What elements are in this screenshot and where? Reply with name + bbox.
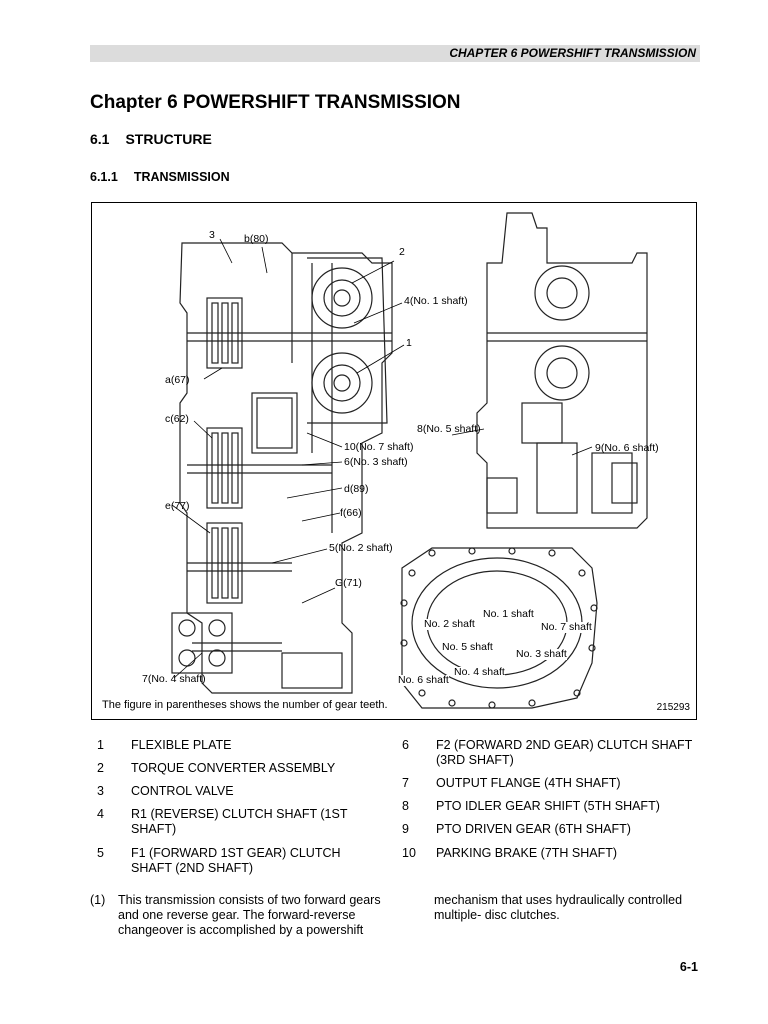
paragraph-marker: (1) xyxy=(90,893,106,907)
figure-label-d89: d(89) xyxy=(344,483,369,495)
figure-label-8: 8(No. 5 shaft) xyxy=(417,423,481,435)
figure-label-6: 6(No. 3 shaft) xyxy=(344,456,408,468)
legend-number: 7 xyxy=(402,776,409,790)
figure-label-4: 4(No. 1 shaft) xyxy=(404,295,468,307)
legend-text: R1 (REVERSE) CLUTCH SHAFT (1ST SHAFT) xyxy=(131,807,348,836)
figure-label-5: 5(No. 2 shaft) xyxy=(329,542,393,554)
legend-text: PTO IDLER GEAR SHIFT (5TH SHAFT) xyxy=(436,799,660,813)
shaft-label-1: No. 1 shaft xyxy=(483,608,534,620)
figure-label-3: 3 xyxy=(209,229,215,241)
page-number: 6-1 xyxy=(679,960,698,974)
transmission-figure: 3 b(80) 2 4(No. 1 shaft) 1 a(67) c(62) 8… xyxy=(91,202,697,720)
figure-number: 215293 xyxy=(656,702,690,713)
shaft-label-6: No. 6 shaft xyxy=(398,674,449,686)
subsection-title: TRANSMISSION xyxy=(133,170,230,184)
subsection-number: 6.1.1 xyxy=(90,170,118,184)
figure-label-7: 7(No. 4 shaft) xyxy=(142,673,206,685)
legend-number: 4 xyxy=(97,807,104,821)
figure-label-2: 2 xyxy=(399,246,405,258)
paragraph-right-column: mechanism that uses hydraulically contro… xyxy=(434,893,683,922)
section-heading: 6.1 STRUCTURE xyxy=(90,131,212,147)
section-title: STRUCTURE xyxy=(125,131,212,147)
legend-number: 9 xyxy=(402,822,409,836)
legend-number: 6 xyxy=(402,738,409,752)
paragraph-left-column: This transmission consists of two forwar… xyxy=(118,893,381,937)
running-header: CHAPTER 6 POWERSHIFT TRANSMISSION xyxy=(90,45,700,62)
subsection-heading: 6.1.1 TRANSMISSION xyxy=(90,170,230,184)
shaft-label-2: No. 2 shaft xyxy=(424,618,475,630)
shaft-label-5: No. 5 shaft xyxy=(442,641,493,653)
figure-label-1: 1 xyxy=(406,337,412,349)
legend-text: OUTPUT FLANGE (4TH SHAFT) xyxy=(436,776,621,790)
figure-label-f66: f(66) xyxy=(340,507,362,519)
figure-label-g71: G(71) xyxy=(335,577,362,589)
legend-text: F1 (FORWARD 1ST GEAR) CLUTCH SHAFT (2ND … xyxy=(131,846,341,875)
shaft-label-4: No. 4 shaft xyxy=(454,666,505,678)
figure-label-9: 9(No. 6 shaft) xyxy=(595,442,659,454)
section-number: 6.1 xyxy=(90,131,110,147)
figure-label-10: 10(No. 7 shaft) xyxy=(344,441,414,453)
figure-caption: The figure in parentheses shows the numb… xyxy=(102,699,388,711)
legend-text: TORQUE CONVERTER ASSEMBLY xyxy=(131,761,336,775)
shaft-label-7: No. 7 shaft xyxy=(541,621,592,633)
legend-text: PARKING BRAKE (7TH SHAFT) xyxy=(436,846,618,860)
transmission-drawing xyxy=(171,212,648,709)
figure-label-a67: a(67) xyxy=(165,374,190,386)
figure-label-c62: c(62) xyxy=(165,413,189,425)
legend-number: 2 xyxy=(97,761,104,775)
legend-text: CONTROL VALVE xyxy=(131,784,234,798)
legend-text: PTO DRIVEN GEAR (6TH SHAFT) xyxy=(436,822,631,836)
figure-label-b80: b(80) xyxy=(244,233,269,245)
legend-text: FLEXIBLE PLATE xyxy=(131,738,232,752)
legend-number: 5 xyxy=(97,846,104,860)
chapter-title: Chapter 6 POWERSHIFT TRANSMISSION xyxy=(90,92,461,113)
legend-text: F2 (FORWARD 2ND GEAR) CLUTCH SHAFT (3RD … xyxy=(436,738,693,767)
legend-number: 3 xyxy=(97,784,104,798)
legend-number: 10 xyxy=(402,846,416,860)
legend-number: 1 xyxy=(97,738,104,752)
running-header-title: CHAPTER 6 POWERSHIFT TRANSMISSION xyxy=(449,46,696,60)
legend-number: 8 xyxy=(402,799,409,813)
figure-label-e77: e(77) xyxy=(165,500,190,512)
shaft-label-3: No. 3 shaft xyxy=(516,648,567,660)
